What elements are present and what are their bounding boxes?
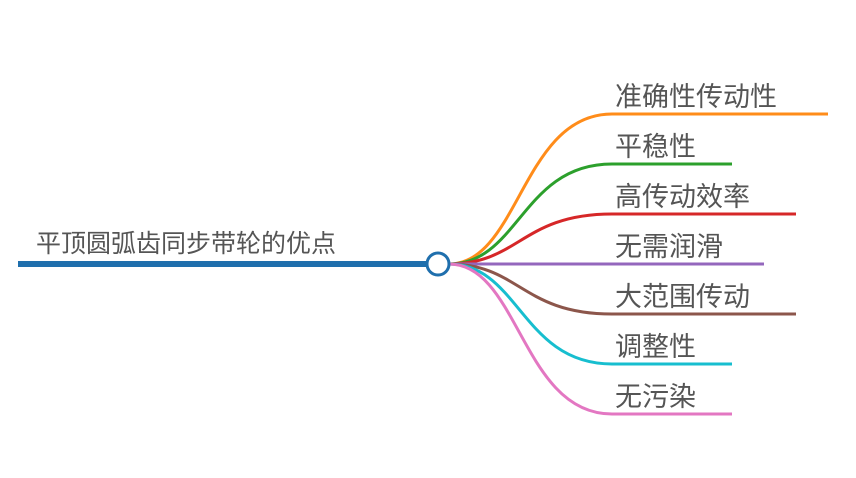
root-topic-label[interactable]: 平顶圆弧齿同步带轮的优点 bbox=[36, 229, 336, 258]
branch-label-no-lubrication[interactable]: 无需润滑 bbox=[615, 232, 723, 263]
branch-connectors bbox=[448, 112, 613, 416]
branch-label-stability[interactable]: 平稳性 bbox=[615, 132, 696, 163]
branch-label-no-pollution[interactable]: 无污染 bbox=[615, 382, 696, 413]
branch-curve-2 bbox=[448, 212, 613, 266]
collapse-toggle-icon[interactable] bbox=[425, 251, 451, 277]
branch-label-accuracy[interactable]: 准确性传动性 bbox=[615, 82, 777, 113]
branch-labels: 准确性传动性 平稳性 高传动效率 无需润滑 大范围传动 调整性 无污染 bbox=[615, 82, 777, 413]
branch-label-adjustability[interactable]: 调整性 bbox=[615, 332, 696, 363]
branch-underlines bbox=[612, 112, 828, 416]
branch-curve-5 bbox=[448, 262, 613, 366]
branch-label-wide-range[interactable]: 大范围传动 bbox=[615, 282, 750, 313]
branch-label-efficiency[interactable]: 高传动效率 bbox=[615, 182, 750, 213]
branch-curve-0 bbox=[448, 112, 613, 266]
branch-curve-1 bbox=[448, 162, 613, 266]
branch-curve-4 bbox=[448, 262, 613, 316]
branch-curve-6 bbox=[448, 262, 613, 416]
